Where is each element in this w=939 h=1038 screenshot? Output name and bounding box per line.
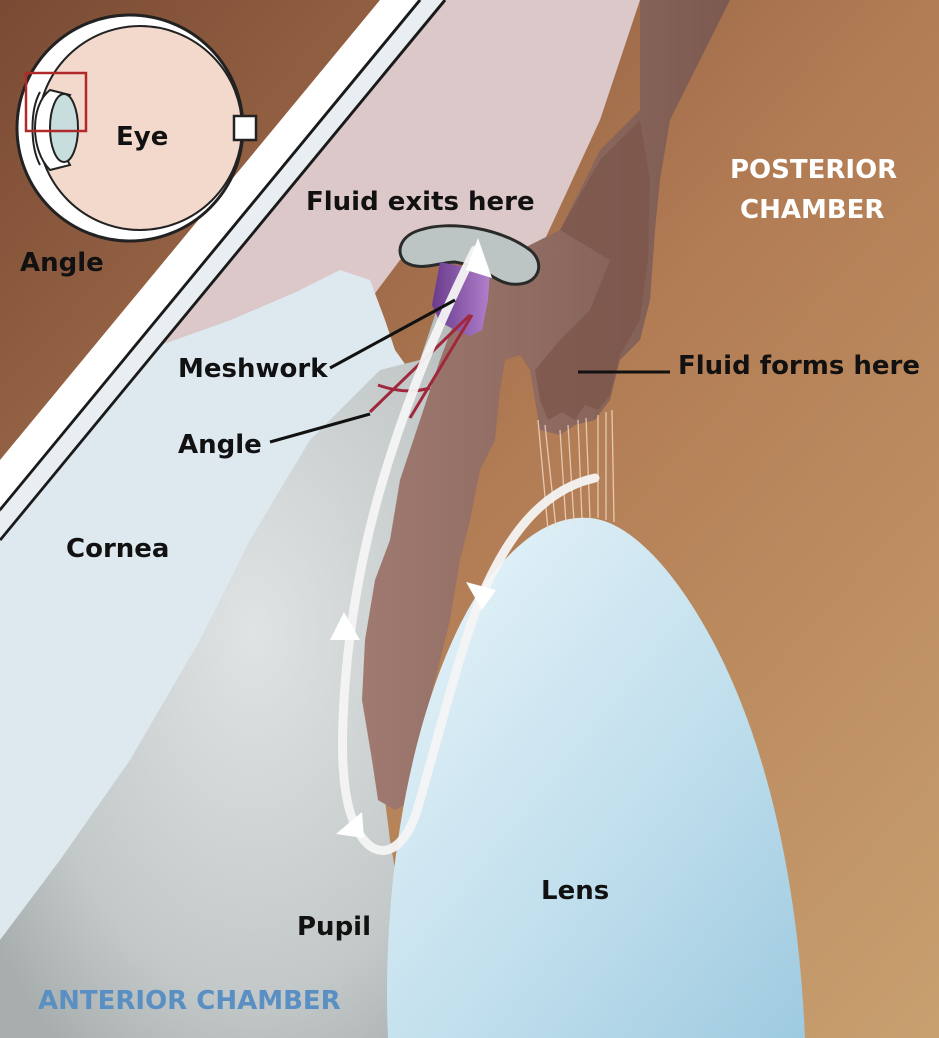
cornea-label: Cornea [66,534,169,564]
zonule-fibers [537,409,615,531]
angle-inset-label: Angle [20,248,104,278]
pupil-label: Pupil [297,912,371,942]
eye-label: Eye [116,122,168,152]
band-line-outer [0,0,422,511]
fluid-forms-label: Fluid forms here [678,351,920,381]
angle-leader [269,412,371,444]
angle-label: Angle [178,430,262,460]
meshwork-label: Meshwork [178,354,328,384]
flow-arrowhead-bottom [336,812,364,838]
band-line-inner [0,0,447,541]
anterior-chamber-region [0,300,460,1038]
flow-arrowhead-right [466,582,496,610]
meshwork-leader [329,298,456,370]
posterior-chamber-label-1: POSTERIOR [730,155,897,185]
flow-arrowhead-top [466,238,492,278]
anterior-chamber-label: ANTERIOR CHAMBER [38,986,341,1016]
flow-arrowhead-left [330,612,360,640]
iris-ciliary-process [535,120,650,420]
band-inner-fill [0,0,443,538]
fluid-exits-label: Fluid exits here [306,187,535,217]
lens-region [386,517,805,1038]
inset-eye [15,13,258,243]
posterior-chamber-label-2: CHAMBER [740,195,884,225]
lens-label: Lens [541,876,609,906]
cornea-lower-region [0,370,360,940]
